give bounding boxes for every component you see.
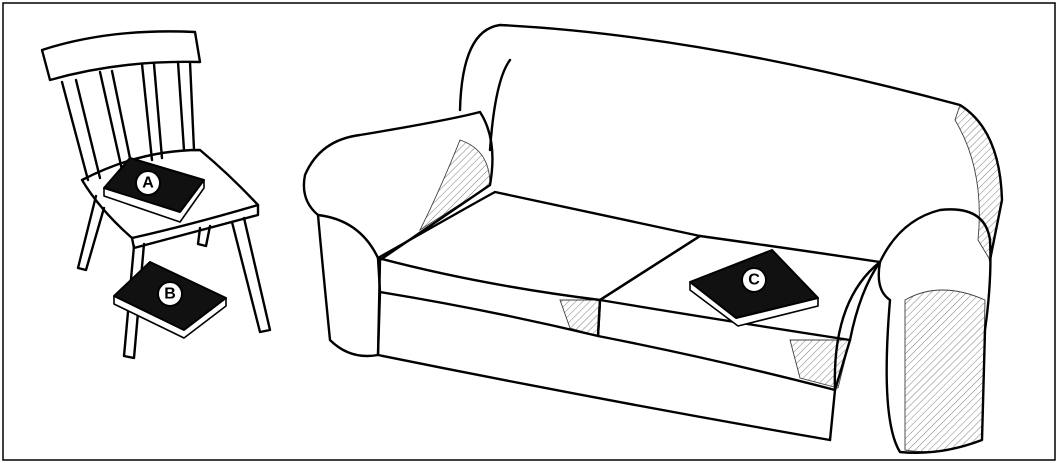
sofa [304,25,1002,453]
label-b: B [164,286,176,303]
chair-spindle [112,71,132,168]
chair-spindle [76,80,100,178]
sofa-cushion-left-shading [560,300,600,336]
chair-spindle [62,82,88,180]
chair-spindle [190,62,194,150]
label-c: C [748,272,760,289]
chair-spindle [142,64,152,160]
label-a: A [142,175,154,192]
chair-spindle [100,72,122,170]
sofa-back [460,25,1002,260]
sofa-left-arm-curl [318,215,378,258]
book-a: A [104,158,204,222]
sofa-left-arm-shading [420,140,490,230]
chair-spindle [178,62,184,150]
chair-top-rail [42,31,200,80]
sofa-back-shading [955,105,1002,260]
chair-leg [232,218,270,332]
sofa-right-arm-shading [905,290,985,452]
sofa-cushion-left-front [378,258,600,336]
sofa-right-arm-bottom [830,390,835,440]
sofa-back-inner [490,60,510,150]
chair-spindle [154,64,162,158]
book-c: C [690,250,818,326]
sofa-cushion-left [378,192,700,300]
